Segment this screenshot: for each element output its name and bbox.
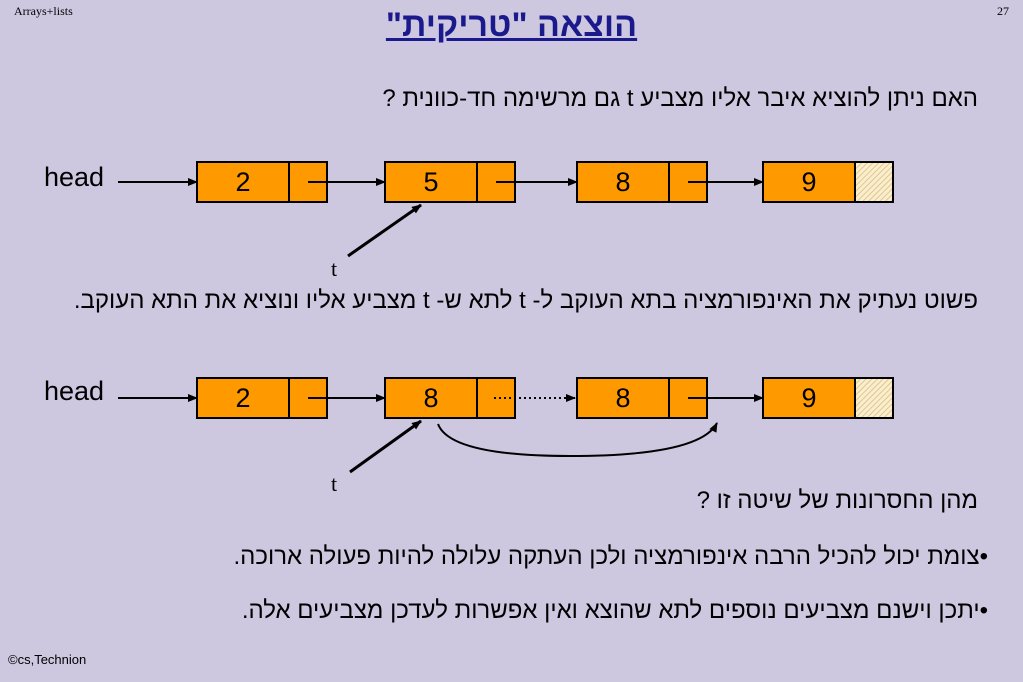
t-pointer-label: t [331, 256, 337, 281]
disadvantages-question: מהן החסרונות של שיטה זו ? [696, 487, 978, 514]
question-text: האם ניתן להוציא איבר אליו מצביע t גם מרש… [382, 85, 978, 112]
list-node: 8 [576, 377, 708, 419]
node-value: 8 [615, 383, 630, 413]
node-value: 5 [423, 167, 438, 197]
node-data-cell [196, 377, 290, 419]
head-label: head [44, 162, 104, 192]
slide-header-label: Arrays+lists [14, 4, 73, 18]
t-pointer-arrow [347, 203, 422, 258]
t-pointer-label: t [331, 471, 337, 496]
list-node: 5 [384, 161, 516, 203]
node-data-cell [384, 161, 478, 203]
list-node: 2 [196, 161, 328, 203]
list-diagram-1: head 2 5 8 9 t [44, 161, 894, 281]
node-value: 8 [615, 167, 630, 197]
node-value: 9 [801, 167, 816, 197]
node-value: 2 [235, 383, 250, 413]
node-data-cell [576, 377, 670, 419]
node-value: 8 [423, 383, 438, 413]
node-data-cell [762, 377, 856, 419]
node-value: 9 [801, 383, 816, 413]
bullet-item: •צומת יכול להכיל הרבה אינפורמציה ולכן הע… [233, 543, 989, 570]
footer-copyright: ©cs,Technion [8, 652, 87, 667]
node-data-cell [384, 377, 478, 419]
null-pointer-cell [854, 161, 894, 203]
node-data-cell [576, 161, 670, 203]
list-node: 9 [762, 161, 894, 203]
list-diagram-2: head 2 8 8 9 t [44, 376, 894, 496]
list-node: 9 [762, 377, 894, 419]
node-data-cell [196, 161, 290, 203]
skip-arrow [437, 422, 718, 458]
bullet-item: •יתכן וישנם מצביעים נוספים לתא שהוצא ואי… [241, 597, 988, 624]
node-value: 2 [235, 167, 250, 197]
head-label: head [44, 376, 104, 406]
t-pointer-arrow [349, 419, 422, 474]
slide-number: 27 [997, 4, 1009, 18]
list-node: 2 [196, 377, 328, 419]
list-node: 8 [576, 161, 708, 203]
slide-title: הוצאה "טריקית" [385, 6, 638, 44]
node-data-cell [762, 161, 856, 203]
null-pointer-cell [854, 377, 894, 419]
explanation-text: פשוט נעתיק את האינפורמציה בתא העוקב ל- t… [73, 287, 978, 314]
